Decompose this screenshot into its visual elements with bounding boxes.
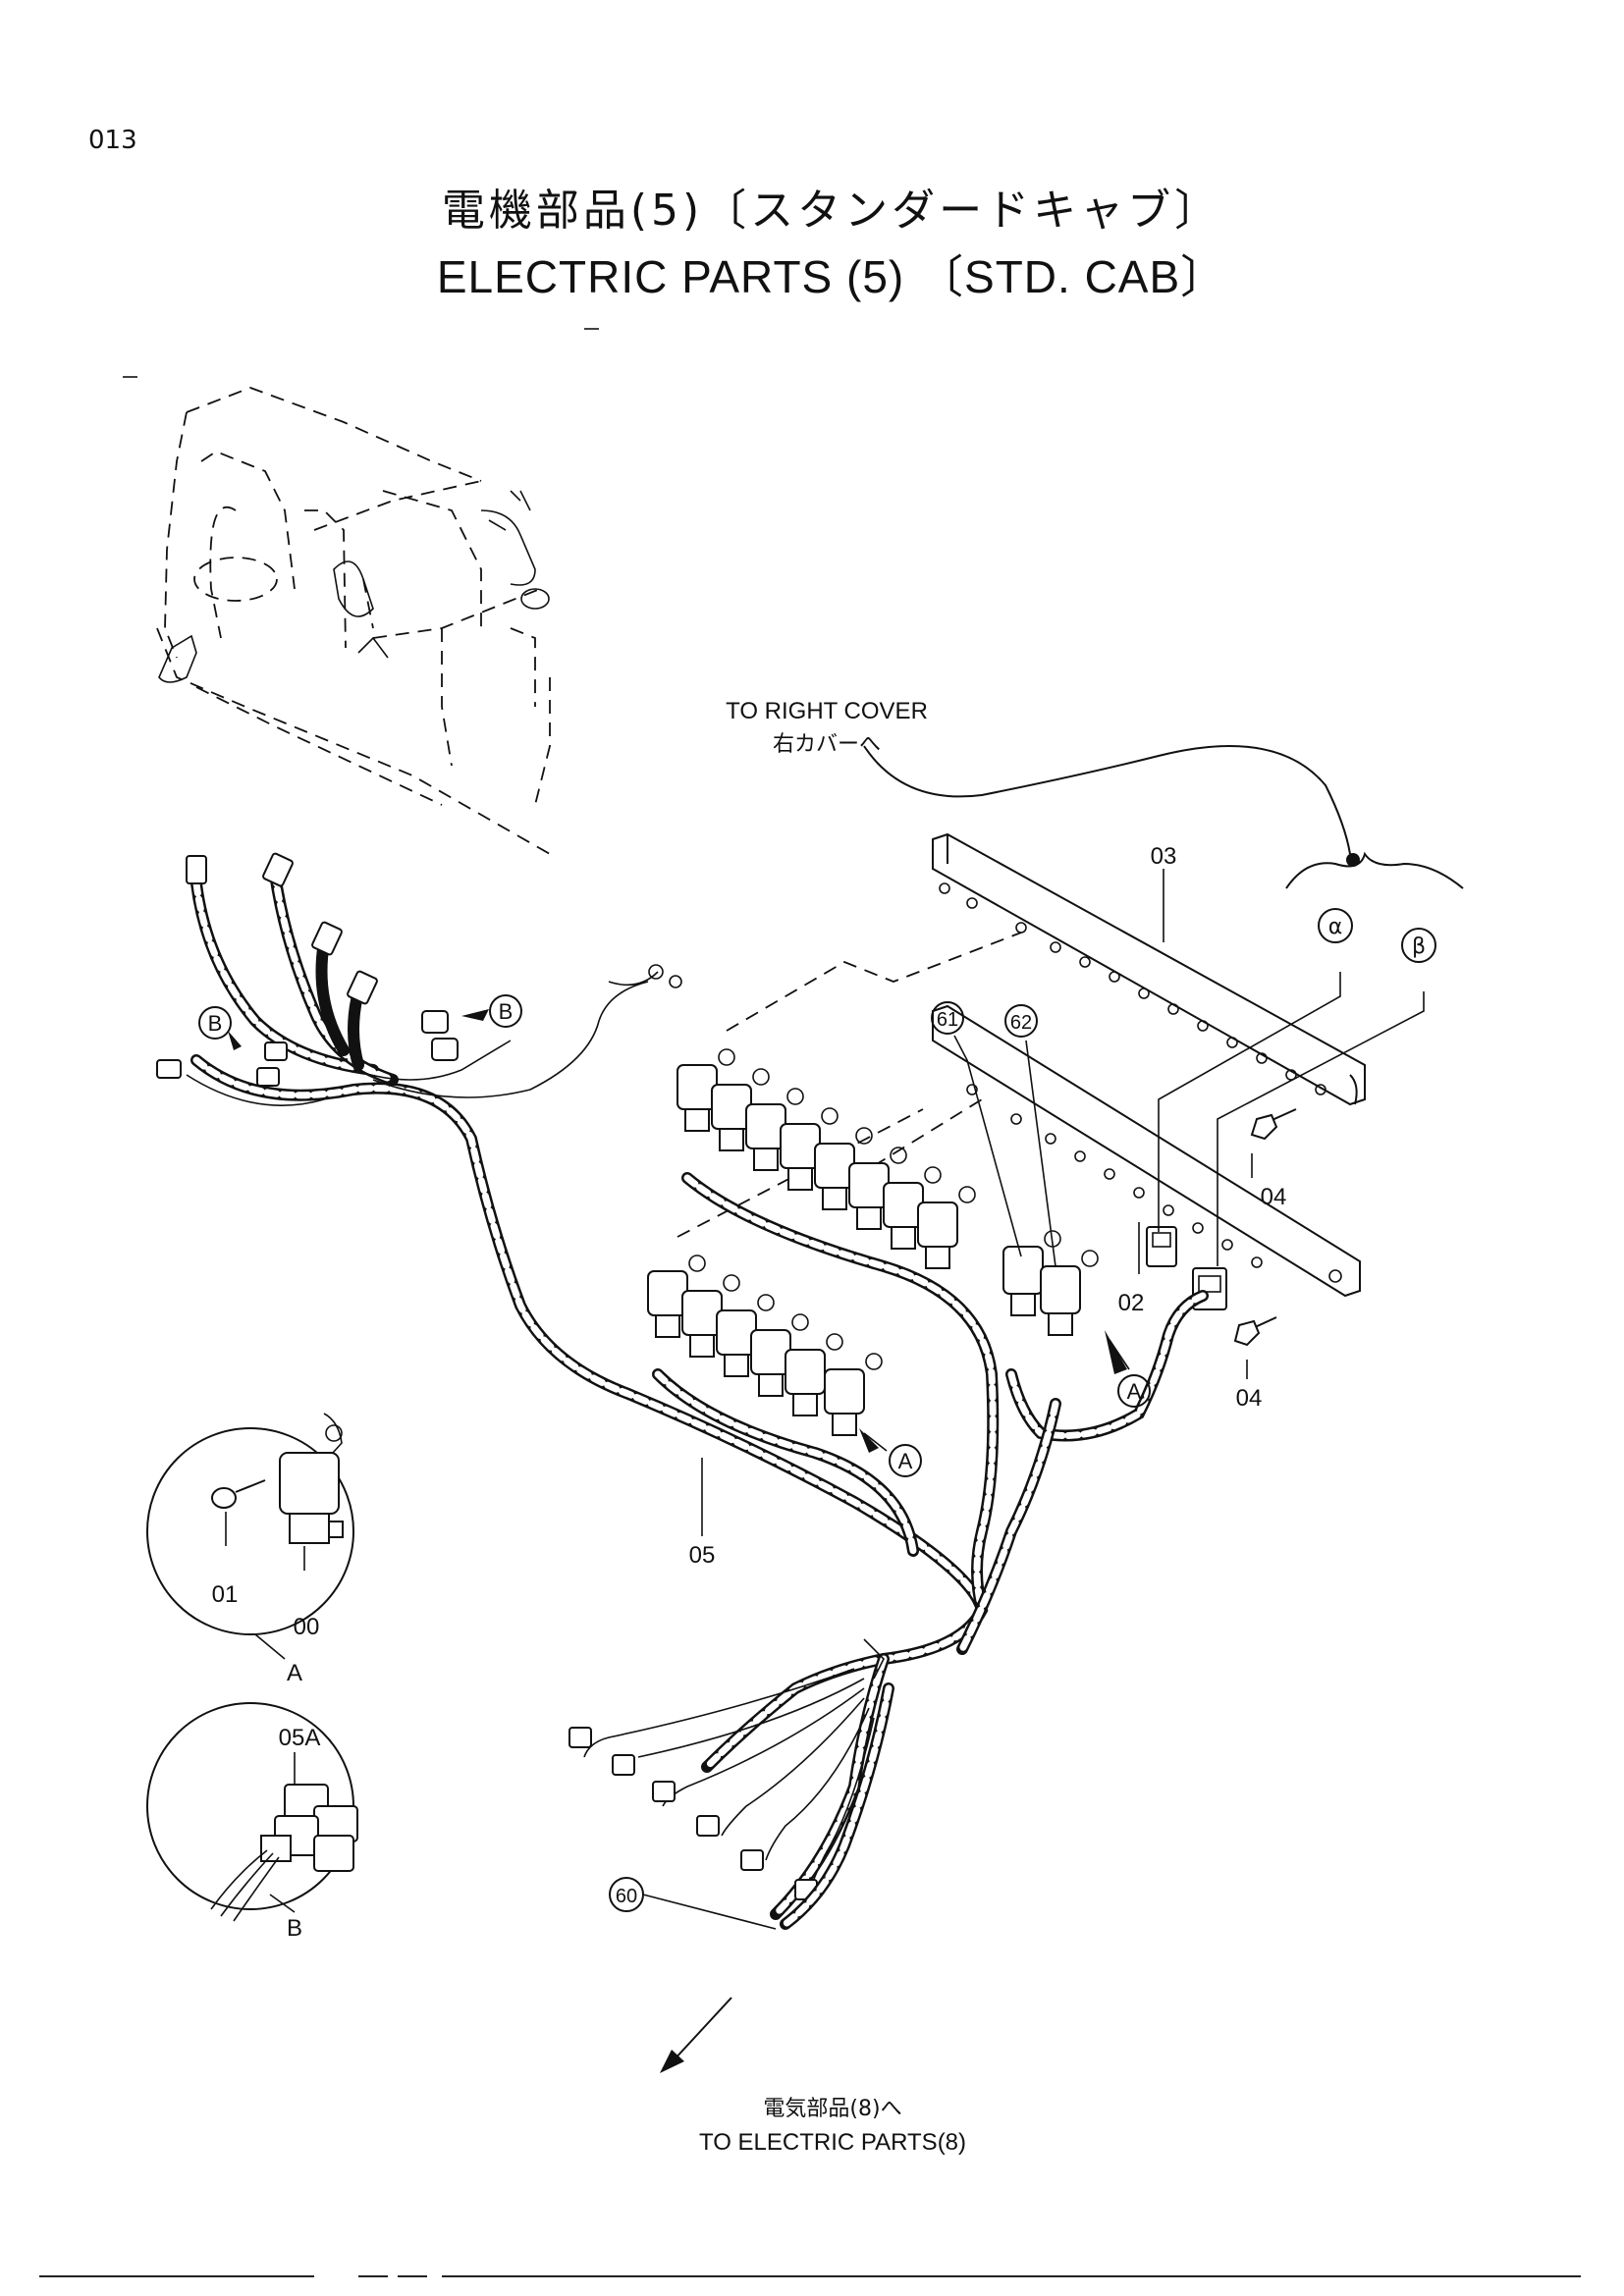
note-to-right-cover: TO RIGHT COVER xyxy=(726,698,928,724)
ref-a-right: A xyxy=(1127,1379,1142,1404)
footer-rule-left xyxy=(39,2275,314,2277)
footer-rule-right xyxy=(442,2275,1581,2277)
callout-04-upper: 04 xyxy=(1261,1184,1287,1210)
callout-61: 61 xyxy=(937,1009,958,1031)
footer-rule-mid2 xyxy=(398,2275,427,2277)
page-title-english: ELECTRIC PARTS (5) 〔STD. CAB〕 xyxy=(436,251,1227,302)
detail-view-a: 01 00 A xyxy=(146,1413,354,1686)
detail-b-callout-05a: 05A xyxy=(279,1725,321,1751)
bolt-04-upper xyxy=(1250,1108,1297,1141)
callout-62: 62 xyxy=(1010,1012,1032,1034)
detail-a-callout-00: 00 xyxy=(294,1614,320,1640)
detail-b-label: B xyxy=(287,1915,302,1942)
callout-03: 03 xyxy=(1151,843,1177,870)
detail-a-label: A xyxy=(287,1660,302,1686)
lower-harness-fanout xyxy=(568,1638,894,1930)
callout-04-lower: 04 xyxy=(1236,1385,1263,1412)
bracket-upper-03 xyxy=(932,832,1366,1106)
detail-view-b: 05A B xyxy=(146,1702,358,1942)
page-title-japanese: 電機部品(5)〔スタンダードキャブ〕 xyxy=(441,186,1222,236)
ref-b-left: B xyxy=(208,1011,223,1036)
footer-rule-mid1 xyxy=(358,2275,388,2277)
left-harness-branch xyxy=(156,852,682,1106)
connector-alpha-beta xyxy=(1146,1226,1227,1310)
bolt-04-lower xyxy=(1233,1316,1277,1347)
page-number: 013 xyxy=(88,126,137,155)
callout-beta: β xyxy=(1412,934,1426,959)
callout-02: 02 xyxy=(1118,1290,1145,1316)
note-to-electric-parts: TO ELECTRIC PARTS(8) xyxy=(699,2129,966,2156)
relay-group-upper xyxy=(677,1048,976,1269)
main-harness xyxy=(190,1054,1209,1920)
note-to-right-cover-jp: 右カバーへ xyxy=(773,732,881,757)
cab-illustration xyxy=(156,387,551,855)
detail-a-callout-01: 01 xyxy=(212,1581,239,1608)
ref-a-left: A xyxy=(898,1449,913,1473)
callout-alpha: α xyxy=(1328,915,1343,939)
note-to-electric-parts-jp: 電気部品(8)へ xyxy=(763,2097,901,2121)
callout-60: 60 xyxy=(616,1886,637,1907)
relay-group-lower xyxy=(647,1255,883,1436)
bracket-lower xyxy=(932,1004,1361,1298)
ref-b-right: B xyxy=(499,999,514,1024)
relay-pair-61-62 xyxy=(1002,1230,1099,1336)
callout-05: 05 xyxy=(689,1542,716,1569)
